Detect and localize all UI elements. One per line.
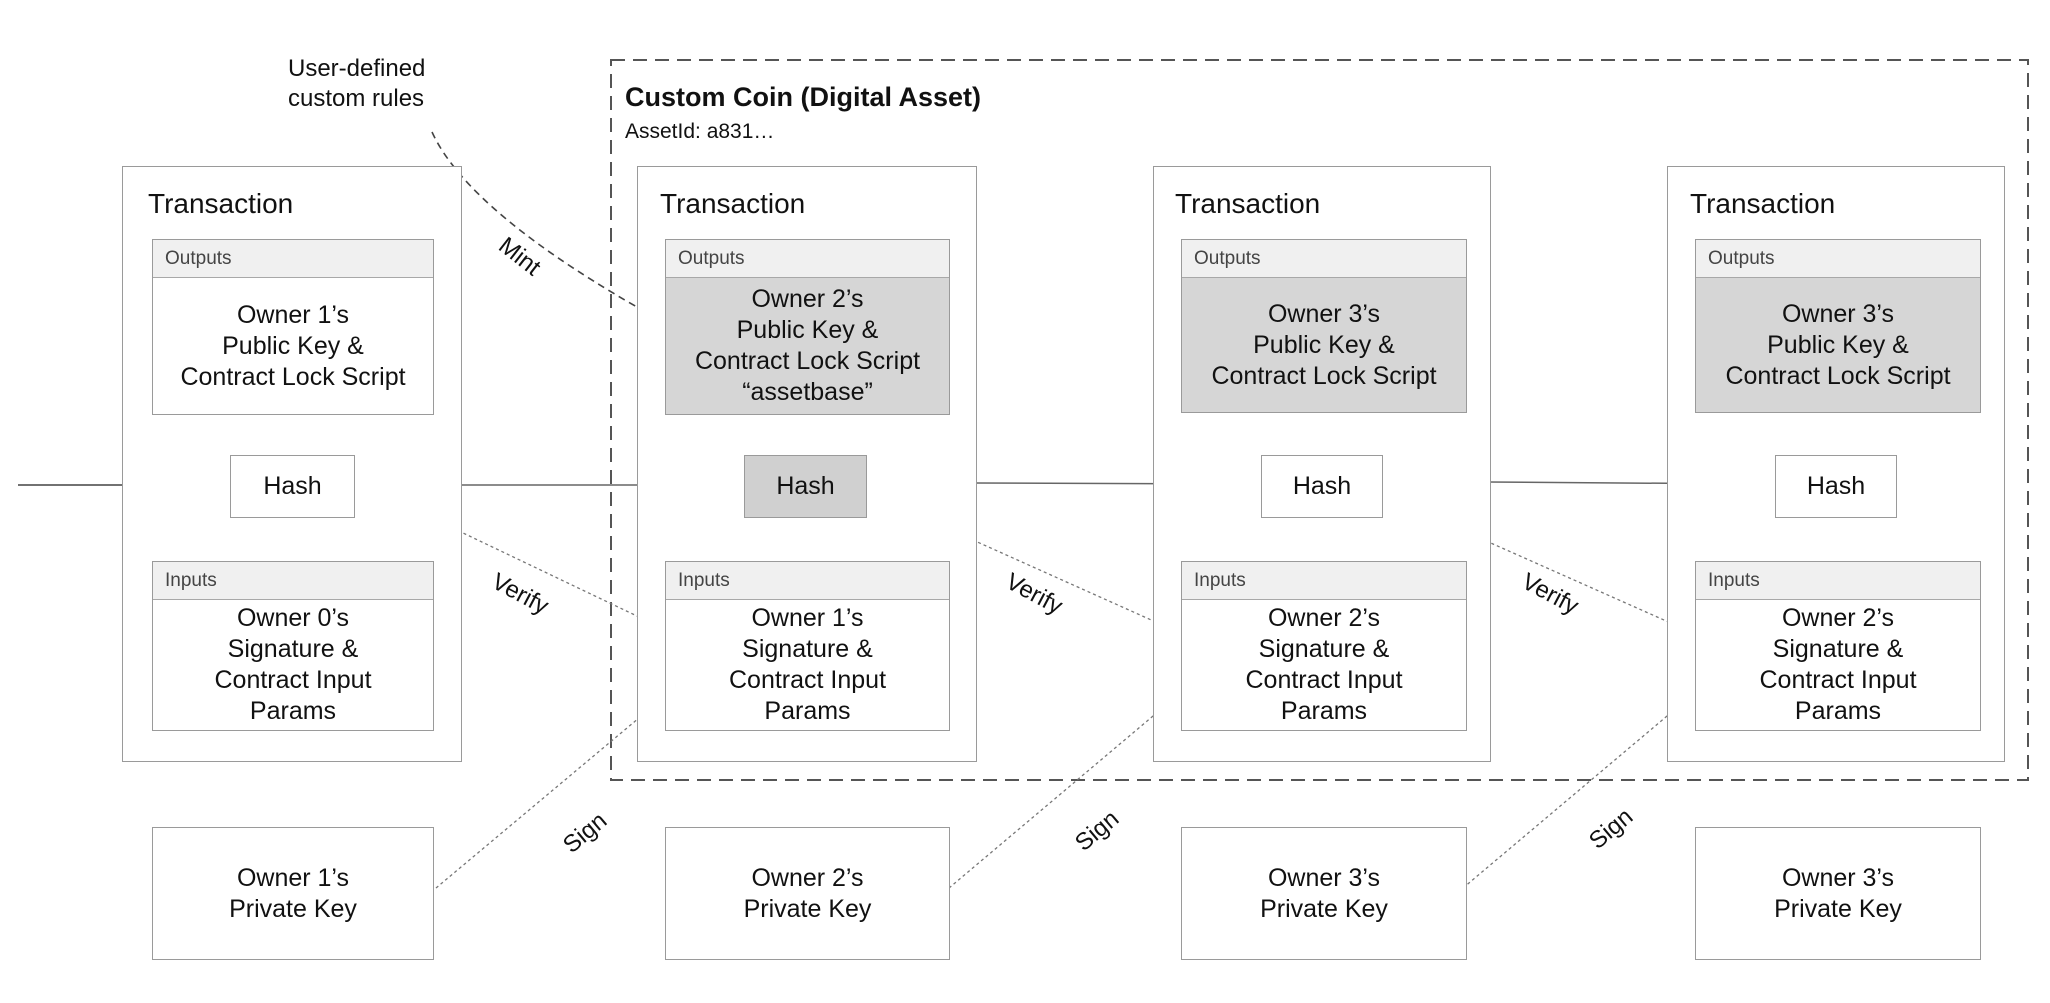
outputs-header-1: Outputs [153,240,433,278]
custom-rules-note: User-defined custom rules [288,55,426,112]
outputs-content-2: Owner 2’s Public Key & Contract Lock Scr… [666,278,949,414]
outputs-content-4: Owner 3’s Public Key & Contract Lock Scr… [1696,278,1980,412]
hash-box-4: Hash [1775,455,1897,518]
custom-coin-group-border [610,59,2029,781]
inputs-header-3: Inputs [1182,562,1466,600]
hash-box-1: Hash [230,455,355,518]
inputs-section-1: Inputs Owner 0’s Signature & Contract In… [152,561,434,731]
transaction-title-2: Transaction [660,188,806,219]
private-key-box-4: Owner 3’s Private Key [1695,827,1981,960]
private-key-box-2: Owner 2’s Private Key [665,827,950,960]
outputs-header-3: Outputs [1182,240,1466,278]
outputs-header-2: Outputs [666,240,949,278]
hash-box-3: Hash [1261,455,1383,518]
outputs-content-1: Owner 1’s Public Key & Contract Lock Scr… [180,300,406,391]
transaction-title-4: Transaction [1690,188,1836,219]
inputs-content-4: Owner 2’s Signature & Contract Input Par… [1759,604,1917,725]
hash-box-2: Hash [744,455,867,518]
inputs-header-4: Inputs [1696,562,1980,600]
inputs-content-2: Owner 1’s Signature & Contract Input Par… [728,604,887,725]
sign-line-2 [948,694,1179,889]
sign-line-3 [1462,694,1693,889]
asset-id-label: AssetId: a831… [625,120,775,143]
sign-line-1 [435,696,665,889]
inputs-section-2: Inputs Owner 1’s Signature & Contract In… [665,561,950,731]
transaction-title-3: Transaction [1175,188,1321,219]
inputs-content-1: Owner 0’s Signature & Contract Input Par… [214,604,372,725]
inputs-section-4: Inputs Owner 2’s Signature & Contract In… [1695,561,1981,731]
outputs-section-4: Outputs Owner 3’s Public Key & Contract … [1695,239,1981,413]
mint-arrow [431,131,661,321]
outputs-content-3: Owner 3’s Public Key & Contract Lock Scr… [1182,278,1466,412]
outputs-header-4: Outputs [1696,240,1980,278]
transaction-title-1: Transaction [148,188,294,219]
outputs-section-2: Outputs Owner 2’s Public Key & Contract … [665,239,950,415]
inputs-header-1: Inputs [153,562,433,600]
outputs-section-3: Outputs Owner 3’s Public Key & Contract … [1181,239,1467,413]
private-key-box-1: Owner 1’s Private Key [152,827,434,960]
inputs-content-3: Owner 2’s Signature & Contract Input Par… [1245,604,1403,725]
outputs-section-1: Outputs Owner 1’s Public Key & Contract … [152,239,434,415]
inputs-section-3: Inputs Owner 2’s Signature & Contract In… [1181,561,1467,731]
inputs-header-2: Inputs [666,562,949,600]
custom-coin-title: Custom Coin (Digital Asset) [625,82,982,112]
private-key-box-3: Owner 3’s Private Key [1181,827,1467,960]
